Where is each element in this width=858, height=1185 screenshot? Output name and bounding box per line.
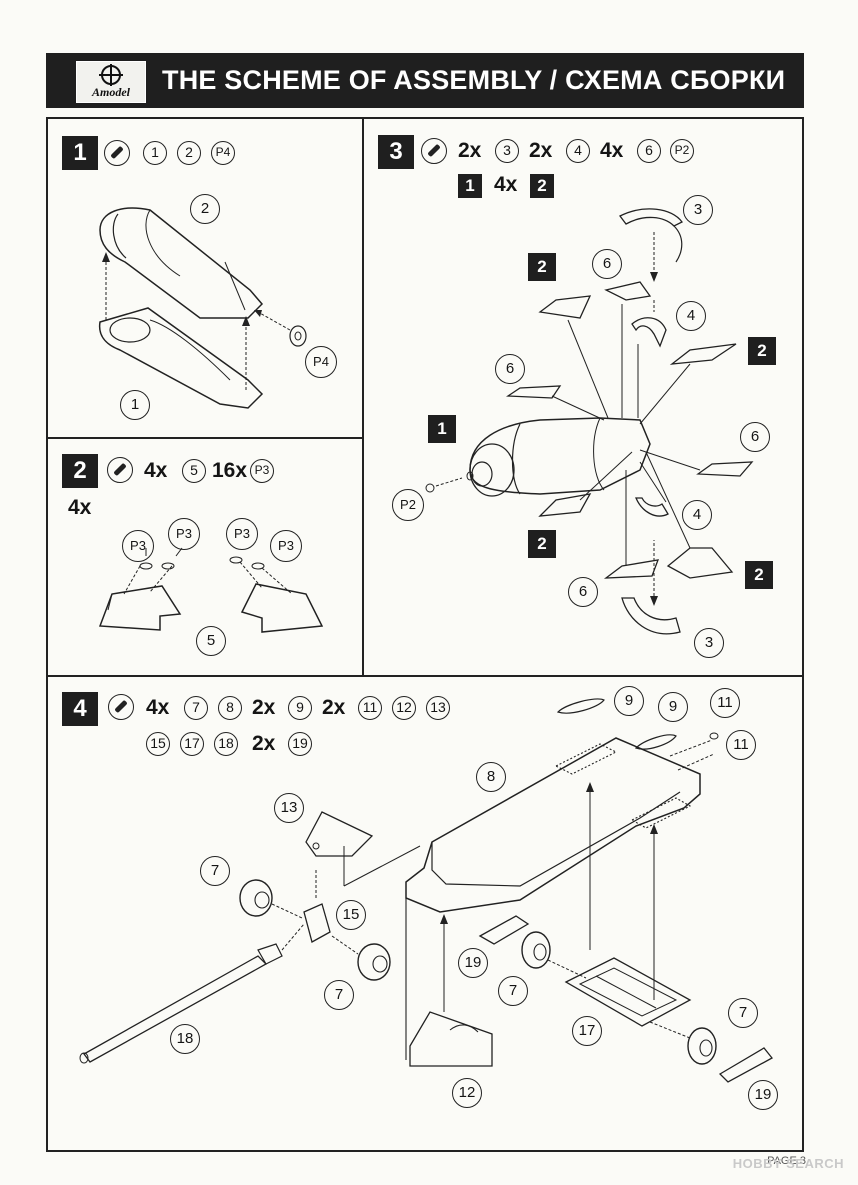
part-ref: 2 [177, 141, 201, 165]
part-label: 4 [682, 500, 712, 530]
part-label: 6 [740, 422, 770, 452]
part-label: 7 [200, 856, 230, 886]
part-label: 7 [728, 998, 758, 1028]
part-label: 3 [694, 628, 724, 658]
page-number: PAGE 3 [767, 1155, 806, 1167]
part-ref: 11 [358, 696, 382, 720]
part-label: P3 [270, 530, 302, 562]
part-ref: P4 [211, 141, 235, 165]
step-1-number: 1 [62, 136, 98, 170]
part-ref: 5 [182, 459, 206, 483]
part-label: 19 [458, 948, 488, 978]
part-label: 9 [614, 686, 644, 716]
part-ref: 8 [218, 696, 242, 720]
part-label: 13 [274, 793, 304, 823]
glue-icon [108, 694, 134, 720]
propeller-icon [99, 64, 123, 86]
watermark: HOBBY SEARCH [732, 1156, 844, 1171]
logo-text: Amodel [92, 85, 130, 99]
header-bar: Amodel THE SCHEME OF ASSEMBLY / СХЕМА СБ… [46, 53, 804, 108]
part-ref: 17 [180, 732, 204, 756]
part-label: 5 [196, 626, 226, 656]
quantity: 4x [68, 496, 92, 519]
part-ref: 4 [566, 139, 590, 163]
part-label: 11 [726, 730, 756, 760]
quantity: 16x [212, 459, 248, 482]
part-label: 11 [710, 688, 740, 718]
step-ref: 2 [748, 337, 776, 365]
quantity: 2x [252, 732, 276, 755]
part-label: P4 [305, 346, 337, 378]
part-ref: 9 [288, 696, 312, 720]
step-ref: 1 [428, 415, 456, 443]
part-label: 6 [568, 577, 598, 607]
page-title: THE SCHEME OF ASSEMBLY / СХЕМА СБОРКИ [162, 65, 786, 95]
part-ref: 12 [392, 696, 416, 720]
part-ref: 3 [495, 139, 519, 163]
part-ref: 7 [184, 696, 208, 720]
part-ref: P2 [670, 139, 694, 163]
part-ref: P3 [250, 459, 274, 483]
part-ref: 13 [426, 696, 450, 720]
quantity: 4x [494, 173, 518, 196]
quantity: 4x [144, 459, 168, 482]
glue-icon [104, 140, 130, 166]
part-ref: 6 [637, 139, 661, 163]
part-label: 8 [476, 762, 506, 792]
part-label: 1 [120, 390, 150, 420]
part-label: P2 [392, 489, 424, 521]
part-label: 7 [324, 980, 354, 1010]
step-ref: 2 [530, 174, 554, 198]
part-ref: 19 [288, 732, 312, 756]
part-ref: 1 [143, 141, 167, 165]
quantity: 4x [600, 139, 624, 162]
amodel-logo: Amodel [76, 61, 146, 103]
step-ref: 2 [528, 253, 556, 281]
part-ref: 15 [146, 732, 170, 756]
part-label: 3 [683, 195, 713, 225]
step-2-number: 2 [62, 454, 98, 488]
part-label: P3 [226, 518, 258, 550]
step-4-number: 4 [62, 692, 98, 726]
quantity: 2x [529, 139, 553, 162]
step-ref: 2 [528, 530, 556, 558]
quantity: 2x [458, 139, 482, 162]
divider-step4 [46, 675, 804, 677]
glue-icon [107, 457, 133, 483]
divider-step1-step2 [46, 437, 364, 439]
part-label: 4 [676, 301, 706, 331]
part-label: 9 [658, 692, 688, 722]
part-label: 15 [336, 900, 366, 930]
part-ref: 18 [214, 732, 238, 756]
quantity: 4x [146, 696, 170, 719]
step-ref: 2 [745, 561, 773, 589]
part-label: 17 [572, 1016, 602, 1046]
glue-icon [421, 138, 447, 164]
step-3-number: 3 [378, 135, 414, 169]
divider-vertical [362, 117, 364, 677]
quantity: 2x [252, 696, 276, 719]
step-ref: 1 [458, 174, 482, 198]
part-label: 6 [592, 249, 622, 279]
part-label: 2 [190, 194, 220, 224]
part-label: 7 [498, 976, 528, 1006]
part-label: 12 [452, 1078, 482, 1108]
part-label: P3 [122, 530, 154, 562]
assembly-frame [46, 117, 804, 1152]
part-label: 6 [495, 354, 525, 384]
part-label: P3 [168, 518, 200, 550]
part-label: 19 [748, 1080, 778, 1110]
part-label: 18 [170, 1024, 200, 1054]
quantity: 2x [322, 696, 346, 719]
